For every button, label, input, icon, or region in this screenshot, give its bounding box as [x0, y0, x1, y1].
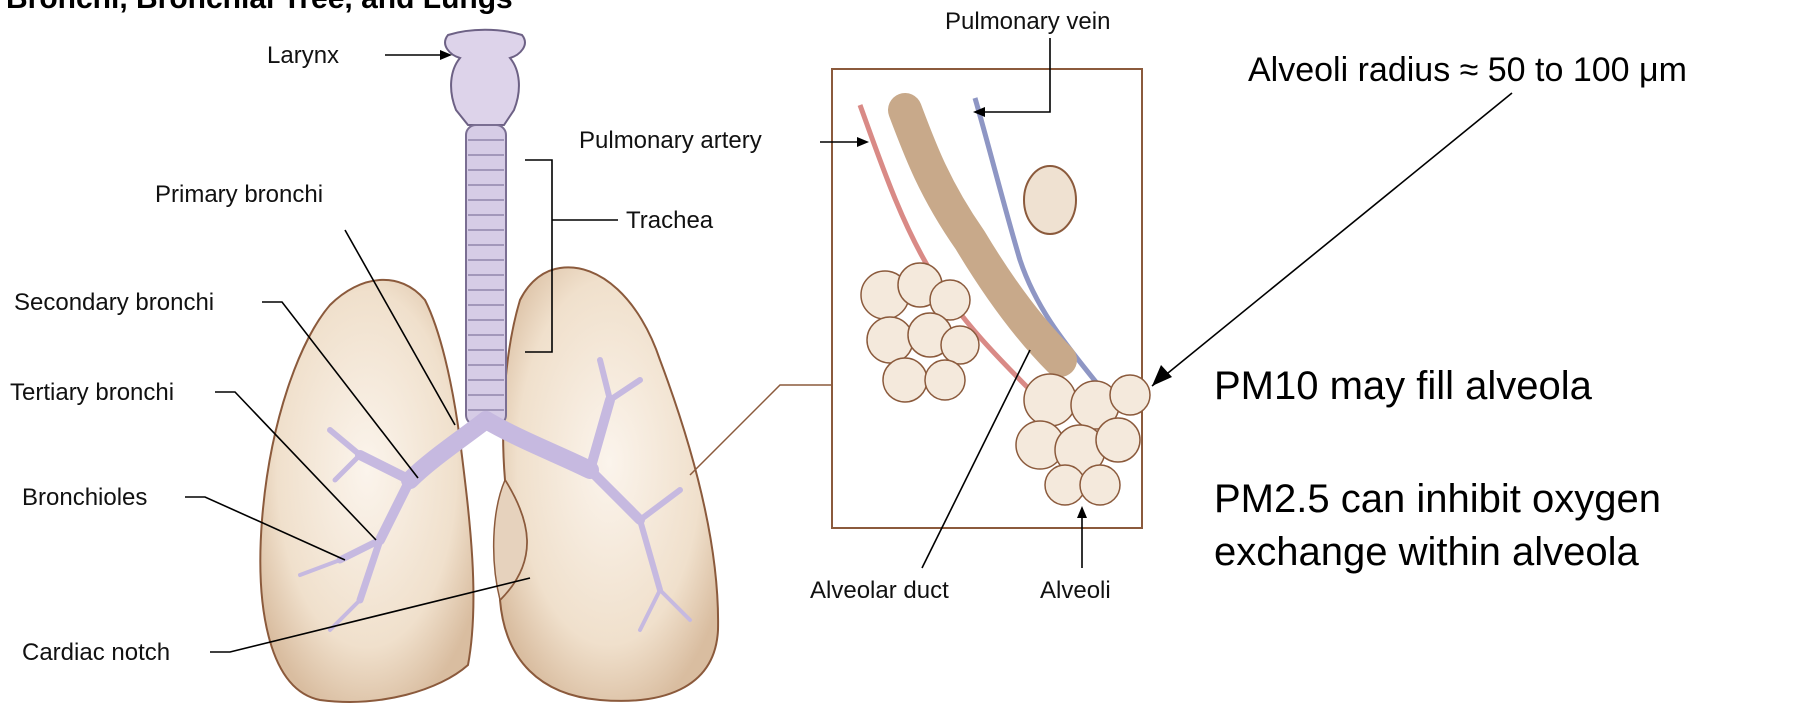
- label-secondary-bronchi: Secondary bronchi: [14, 291, 214, 315]
- note-pm10: PM10 may fill alveola: [1214, 362, 1592, 410]
- inset-connector: [690, 385, 832, 475]
- label-tertiary-bronchi: Tertiary bronchi: [10, 381, 174, 405]
- label-pulmonary-artery: Pulmonary artery: [579, 129, 762, 153]
- label-trachea: Trachea: [626, 209, 713, 233]
- note-pm25-line2: exchange within alveola: [1214, 528, 1639, 576]
- label-cardiac-notch: Cardiac notch: [22, 641, 170, 665]
- vessel-cross-section: [1024, 166, 1076, 234]
- label-alveolar-duct: Alveolar duct: [810, 579, 949, 603]
- diagram-title: Bronchi, Bronchial Tree, and Lungs: [6, 0, 513, 14]
- label-alveoli: Alveoli: [1040, 579, 1111, 603]
- note-pm25-line1: PM2.5 can inhibit oxygen: [1214, 475, 1661, 523]
- label-bronchioles: Bronchioles: [22, 486, 147, 510]
- label-pulmonary-vein: Pulmonary vein: [945, 10, 1110, 34]
- note-alveoli-radius: Alveoli radius ≈ 50 to 100 μm: [1248, 50, 1687, 91]
- left-lung: [260, 280, 473, 702]
- label-primary-bronchi: Primary bronchi: [155, 183, 323, 207]
- label-larynx: Larynx: [267, 44, 339, 68]
- larynx-shape: [445, 30, 525, 125]
